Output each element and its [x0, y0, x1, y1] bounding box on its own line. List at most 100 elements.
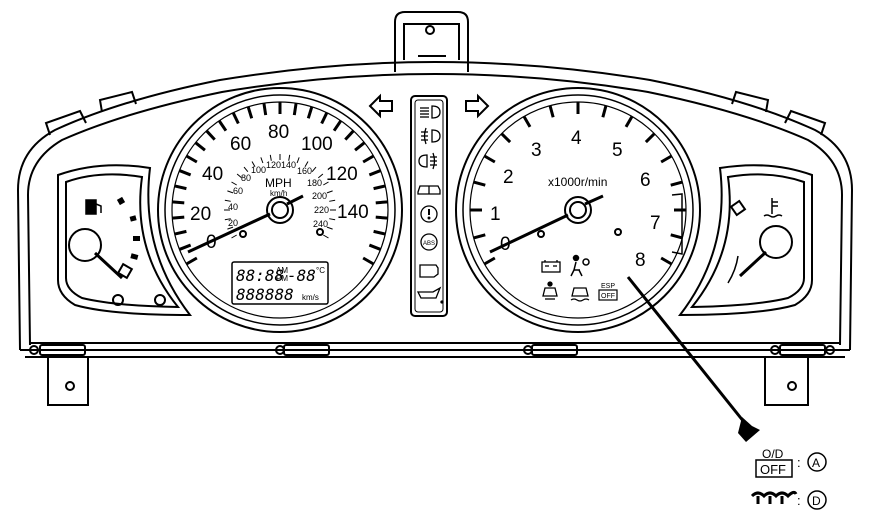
glow-plug-legend-item: : D	[750, 490, 827, 510]
tacho-tick	[522, 115, 532, 128]
speedo-kmh-tick	[236, 173, 243, 179]
traction-control-icon	[570, 287, 590, 302]
speedo-kmh-tick	[224, 199, 231, 202]
lcd-odo-unit: km/s	[302, 293, 319, 302]
speedometer: 0 20 40 60 80 100 120 140 20 40 60 80 10…	[157, 87, 403, 333]
speedo-tick	[368, 243, 382, 251]
speedo-kmh-label-60: 60	[233, 186, 243, 196]
speedo-kmh-tick	[269, 154, 272, 161]
tacho-label-7: 7	[650, 213, 661, 234]
speedo-tick	[174, 184, 187, 191]
tacho-needle	[489, 213, 569, 254]
speedo-tick	[217, 119, 228, 132]
od-off-marker: A	[812, 456, 820, 470]
lcd-pm: PM	[276, 274, 288, 283]
speedo-needle-hub	[266, 196, 294, 224]
right-turn-signal-icon	[465, 93, 490, 119]
speedo-tick	[354, 141, 366, 152]
speedo-tick	[178, 169, 192, 177]
top-mount-tab	[394, 11, 469, 72]
tacho-tick	[660, 154, 673, 164]
speedo-unit-kmh: km/h	[270, 189, 287, 198]
speedo-kmh-tick	[323, 234, 329, 239]
speedo-kmh-tick	[243, 166, 249, 173]
lcd-temp-unit: °C	[316, 266, 325, 275]
speedo-tick	[178, 243, 192, 251]
tacho-label-3: 3	[531, 140, 542, 161]
speedo-kmh-tick	[326, 190, 333, 194]
esp-off-icon: ESP OFF	[598, 283, 618, 301]
tacho-tick	[670, 180, 683, 187]
speedo-tick	[205, 129, 216, 141]
tacho-label-5: 5	[612, 140, 623, 161]
speedo-tick	[262, 102, 268, 116]
door-open-icon	[417, 185, 441, 195]
tacho-label-1: 1	[490, 204, 501, 225]
speedo-tick	[231, 112, 240, 125]
speedo-kmh-tick	[231, 181, 237, 186]
speedo-tick	[174, 229, 187, 236]
speedo-mph-label-40: 40	[202, 164, 223, 185]
speedo-kmh-label-80: 80	[241, 173, 251, 183]
tacho-tick	[483, 256, 496, 266]
speedo-kmh-tick	[260, 157, 264, 164]
speedo-tick	[368, 169, 382, 177]
seatbelt-occupant-icon	[542, 281, 558, 300]
speedo-kmh-tick	[304, 161, 309, 167]
speedo-kmh-label-160: 160	[297, 166, 312, 176]
speedo-tick	[373, 229, 386, 236]
svg-text:ABS: ABS	[423, 241, 435, 247]
lcd-am: AM	[276, 266, 288, 275]
speedo-kmh-tick	[323, 181, 329, 186]
speedo-kmh-tick	[329, 199, 336, 202]
warning-lamp-strip: ABS	[410, 95, 448, 317]
lcd-clock: 88:88	[236, 266, 284, 285]
speedo-tick	[373, 184, 386, 191]
speedo-tick	[172, 200, 185, 205]
temperature-gauge	[677, 164, 813, 317]
lcd-temp: -88	[287, 266, 316, 285]
speedo-tick	[375, 215, 388, 220]
airbag-warning-icon	[570, 254, 590, 277]
speedo-needle	[187, 212, 271, 254]
tacho-label-2: 2	[503, 167, 514, 188]
speedo-kmh-label-200: 200	[312, 191, 327, 201]
speedo-kmh-label-100: 100	[251, 165, 266, 175]
brake-warning-icon	[420, 205, 438, 223]
front-fog-light-icon	[421, 127, 441, 145]
tacho-tick	[601, 105, 608, 118]
speedo-tick	[185, 154, 198, 164]
tacho-label-6: 6	[640, 170, 651, 191]
glow-plug-separator: :	[797, 493, 801, 508]
speedo-kmh-tick	[251, 161, 256, 167]
legend: O/D OFF : A : D	[750, 447, 827, 510]
speedo-tick	[194, 141, 206, 152]
tacho-tick	[500, 132, 512, 144]
speedo-kmh-label-240: 240	[313, 219, 328, 229]
speedo-mph-label-120: 120	[326, 164, 358, 185]
fuel-pump-icon	[85, 199, 102, 215]
speedo-kmh-label-140: 140	[281, 160, 296, 170]
glow-plug-icon	[750, 490, 798, 504]
speedo-mph-label-140: 140	[337, 202, 369, 223]
speedo-tick	[306, 106, 314, 119]
coolant-temperature-icon	[763, 198, 783, 218]
speedo-tick	[320, 112, 329, 125]
battery-charge-icon	[541, 260, 561, 273]
speedo-kmh-tick	[227, 226, 234, 230]
speedo-kmh-tick	[296, 157, 300, 164]
tachometer: 0 1 2 3 4 5 6 7 8 x1000r/min	[455, 87, 701, 333]
tacho-redzone	[671, 193, 683, 255]
speedo-tick	[246, 106, 254, 119]
od-off-bottom-label: OFF	[760, 462, 786, 477]
tacho-tick	[670, 233, 683, 240]
speedo-tick	[185, 256, 198, 266]
speedo-kmh-tick	[326, 226, 333, 230]
speedo-kmh-label-40: 40	[228, 202, 238, 212]
tacho-tick	[548, 105, 555, 118]
speedo-kmh-tick	[329, 218, 336, 221]
speedo-kmh-label-220: 220	[314, 205, 329, 215]
speedo-tick	[362, 256, 375, 266]
speedo-kmh-label-180: 180	[307, 178, 322, 188]
